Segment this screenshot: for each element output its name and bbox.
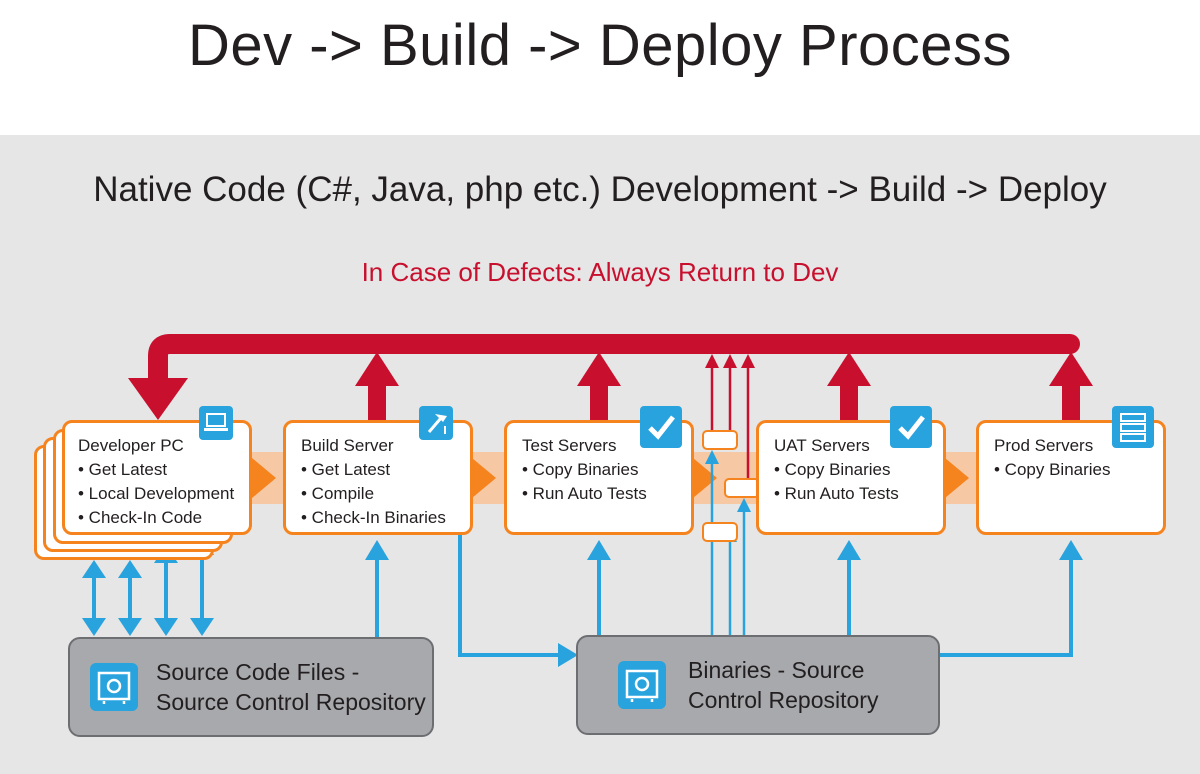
safe-icon bbox=[618, 661, 666, 709]
safe-icon bbox=[90, 663, 138, 711]
pipeline-arrow bbox=[472, 458, 496, 498]
stage-text: Prod Servers • Copy Binaries bbox=[994, 434, 1111, 482]
connector-node bbox=[702, 430, 738, 450]
stage-title: Prod Servers bbox=[994, 436, 1094, 455]
binaries-repository: Binaries - Source Control Repository bbox=[576, 635, 940, 735]
hammer-icon bbox=[419, 406, 453, 440]
pipeline-arrow bbox=[693, 458, 717, 498]
stage-item: • Copy Binaries bbox=[774, 460, 891, 479]
diagram-subtitle: Native Code (C#, Java, php etc.) Develop… bbox=[93, 170, 1107, 209]
repo-label-line: Binaries - Source bbox=[688, 657, 865, 683]
repo-label: Binaries - Source Control Repository bbox=[688, 655, 878, 715]
return-to-dev-arrows bbox=[128, 334, 1093, 478]
stage-item: • Run Auto Tests bbox=[774, 484, 899, 503]
server-rack-icon bbox=[1112, 406, 1154, 448]
stage-item: • Run Auto Tests bbox=[522, 484, 647, 503]
pipeline-arrow bbox=[945, 458, 969, 498]
stage-item: • Local Development bbox=[78, 484, 235, 503]
stage-item: • Copy Binaries bbox=[522, 460, 639, 479]
stage-title: Developer PC bbox=[78, 436, 184, 455]
stage-text: Build Server • Get Latest • Compile • Ch… bbox=[301, 434, 446, 530]
stage-item: • Compile bbox=[301, 484, 375, 503]
stage-text: Developer PC • Get Latest • Local Develo… bbox=[78, 434, 234, 530]
stage-item: • Get Latest bbox=[78, 460, 168, 479]
laptop-icon bbox=[199, 406, 233, 440]
repo-label: Source Code Files - Source Control Repos… bbox=[156, 657, 426, 717]
page-title: Dev -> Build -> Deploy Process bbox=[187, 13, 1013, 78]
repo-label-line: Source Code Files - bbox=[156, 659, 360, 685]
pipeline-arrow bbox=[252, 458, 276, 498]
stage-uat-servers: UAT Servers • Copy Binaries • Run Auto T… bbox=[756, 420, 946, 535]
repo-label-line: Source Control Repository bbox=[156, 689, 426, 715]
repo-label-line: Control Repository bbox=[688, 687, 879, 713]
stage-title: UAT Servers bbox=[774, 436, 870, 455]
checkmark-icon bbox=[890, 406, 932, 448]
connector-node bbox=[702, 522, 738, 542]
stage-build-server: Build Server • Get Latest • Compile • Ch… bbox=[283, 420, 473, 535]
defects-note: In Case of Defects: Always Return to Dev bbox=[361, 257, 839, 287]
stage-item: • Copy Binaries bbox=[994, 460, 1111, 479]
stage-text: Test Servers • Copy Binaries • Run Auto … bbox=[522, 434, 647, 506]
source-code-repository: Source Code Files - Source Control Repos… bbox=[68, 637, 434, 737]
stage-item: • Check-In Binaries bbox=[301, 508, 446, 527]
connector-node bbox=[724, 478, 760, 498]
stage-item: • Get Latest bbox=[301, 460, 391, 479]
checkmark-icon bbox=[640, 406, 682, 448]
stage-item: • Check-In Code bbox=[78, 508, 203, 527]
stage-text: UAT Servers • Copy Binaries • Run Auto T… bbox=[774, 434, 899, 506]
stage-title: Build Server bbox=[301, 436, 394, 455]
stage-title: Test Servers bbox=[522, 436, 617, 455]
